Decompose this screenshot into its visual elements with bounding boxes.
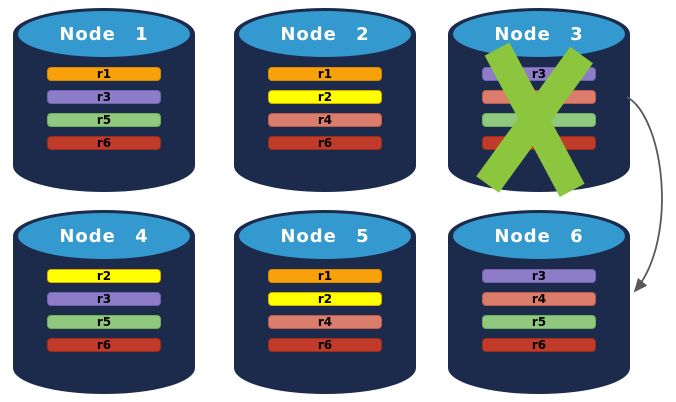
replica-bar: r6 [482,338,596,352]
replica-bar: r4 [268,315,382,329]
replica-bar: r6 [482,136,596,150]
replica-label: r4 [317,113,333,127]
replica-bar: r6 [47,338,161,352]
replica-label: r5 [531,113,547,127]
replica-list: r1 r2 r4 r6 [268,67,382,150]
node-title: Node 4 [59,225,149,247]
replica-bar: r2 [47,269,161,283]
node-title: Node 2 [280,23,370,45]
cylinder-top: Node 5 [239,213,411,259]
replica-label: r4 [317,315,333,329]
replica-label: r2 [317,90,333,104]
replica-label: r5 [96,113,112,127]
replica-label: r4 [531,292,547,306]
node-6-cylinder: Node 6 r3 r4 r5 r6 [448,210,630,394]
replica-label: r6 [531,136,547,150]
replica-label: r1 [317,269,333,283]
replica-label: r6 [317,136,333,150]
node-3-cylinder: Node 3 r3 r4 r5 r6 [448,8,630,197]
replica-bar: r4 [268,113,382,127]
replica-list: r1 r3 r5 r6 [47,67,161,150]
node-1-cylinder: Node 1 r1 r3 r5 r6 [13,8,195,192]
replica-label: r3 [531,269,547,283]
node-title: Node 6 [494,225,584,247]
replica-label: r3 [96,90,112,104]
replica-bar: r1 [268,67,382,81]
cylinder-top: Node 3 [453,11,625,57]
replica-bar: r6 [47,136,161,150]
cylinder-top: Node 2 [239,11,411,57]
replica-bar: r3 [47,292,161,306]
replica-label: r2 [96,269,112,283]
node-4-cylinder: Node 4 r2 r3 r5 r6 [13,210,195,394]
replica-bar: r5 [47,315,161,329]
replica-bar: r5 [47,113,161,127]
node-2-cylinder: Node 2 r1 r2 r4 r6 [234,8,416,192]
replica-list: r2 r3 r5 r6 [47,269,161,352]
node-5-cylinder: Node 5 r1 r2 r4 r6 [234,210,416,394]
node-title: Node 1 [59,23,149,45]
replica-list: r3 r4 r5 r6 [482,67,596,150]
replica-label: r5 [531,315,547,329]
replica-bar: r1 [47,67,161,81]
replica-label: r3 [531,67,547,81]
replica-bar: r1 [268,269,382,283]
arrow-curve [626,96,663,293]
cylinder-top: Node 4 [18,213,190,259]
cylinder-top: Node 6 [453,213,625,259]
replica-bar: r5 [482,113,596,127]
replica-bar: r5 [482,315,596,329]
replica-label: r2 [317,292,333,306]
replica-bar: r2 [268,90,382,104]
replica-bar: r6 [268,136,382,150]
replica-bar: r2 [268,292,382,306]
replica-list: r1 r2 r4 r6 [268,269,382,352]
replica-label: r6 [96,338,112,352]
replica-label: r5 [96,315,112,329]
replica-label: r1 [317,67,333,81]
cylinder-top: Node 1 [18,11,190,57]
replica-label: r6 [531,338,547,352]
replica-bar: r4 [482,292,596,306]
replica-bar: r6 [268,338,382,352]
replica-label: r4 [531,90,547,104]
replica-bar: r4 [482,90,596,104]
replica-label: r6 [317,338,333,352]
replica-label: r3 [96,292,112,306]
replica-bar: r3 [482,67,596,81]
replica-bar: r3 [47,90,161,104]
node-title: Node 5 [280,225,370,247]
replica-label: r6 [96,136,112,150]
node-title: Node 3 [494,23,584,45]
replica-list: r3 r4 r5 r6 [482,269,596,352]
replica-label: r1 [96,67,112,81]
replica-bar: r3 [482,269,596,283]
